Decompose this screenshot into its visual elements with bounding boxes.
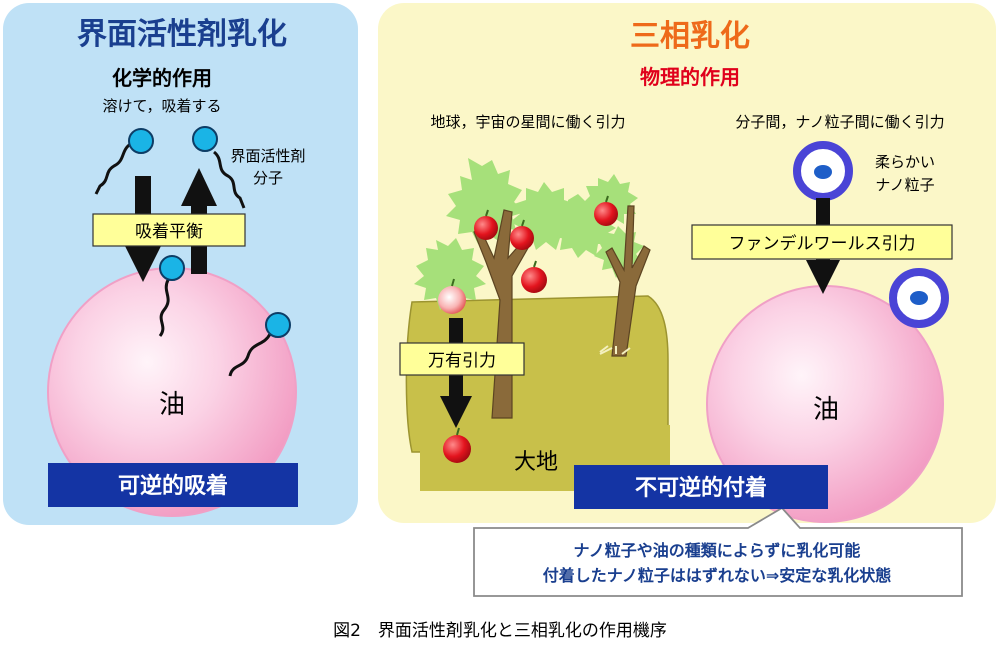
oil-label-left: 油 xyxy=(159,390,185,420)
tree-roots xyxy=(599,345,631,355)
adsorption-equilibrium-label: 吸着平衡 xyxy=(92,213,246,247)
soft-nanoparticle-free xyxy=(793,141,853,201)
van-der-waals-label: ファンデルワールス引力 xyxy=(691,224,953,260)
svg-text:ファンデルワールス引力: ファンデルワールス引力 xyxy=(729,233,916,254)
surfactant-label-line1: 界面活性剤 xyxy=(230,147,305,165)
ground-label-box xyxy=(482,437,560,481)
falling-apple-top xyxy=(438,278,466,314)
surfactant-molecule-free-1 xyxy=(94,128,154,195)
right-panel-subtitle: 物理的作用 xyxy=(640,65,740,89)
left-panel-subtitle: 化学的作用 xyxy=(112,66,212,90)
tree-trunk-left xyxy=(473,209,529,419)
tree-trunk-right xyxy=(605,205,651,357)
vdw-heading: 分子間，ナノ粒子間に働く引力 xyxy=(735,113,944,131)
apple-on-tree-3 xyxy=(521,260,547,293)
surfactant-molecule-adsorbed-2 xyxy=(228,312,291,377)
svg-text:可逆的吸着: 可逆的吸着 xyxy=(118,473,228,499)
gravity-heading: 地球，宇宙の星間に働く引力 xyxy=(430,113,625,131)
apple-on-tree-4 xyxy=(594,195,618,226)
soft-nanoparticle-adsorbed xyxy=(889,268,949,328)
surfactant-molecule-free-2 xyxy=(192,126,246,209)
oil-label-right: 油 xyxy=(813,395,839,425)
svg-text:万有引力: 万有引力 xyxy=(428,351,496,371)
reversible-adsorption-banner: 可逆的吸着 xyxy=(48,463,298,507)
figure-caption: 図2 界面活性剤乳化と三相乳化の作用機序 xyxy=(333,621,667,641)
svg-text:吸着平衡: 吸着平衡 xyxy=(135,222,203,242)
apple-on-tree-2 xyxy=(510,219,534,250)
left-panel-title: 界面活性剤乳化 xyxy=(77,17,287,52)
svg-text:不可逆的付着: 不可逆的付着 xyxy=(635,475,767,501)
surfactant-label-line2: 分子 xyxy=(253,169,283,187)
gravity-label: 万有引力 xyxy=(399,342,525,376)
left-panel-description: 溶けて，吸着する xyxy=(103,97,222,115)
ground-label: 大地 xyxy=(514,450,558,475)
surfactant-molecule-adsorbed-1 xyxy=(158,255,185,337)
apple-on-tree-1 xyxy=(474,209,498,240)
callout-line1: ナノ粒子や油の種類によらずに乳化可能 xyxy=(574,541,861,560)
fallen-apple xyxy=(443,427,471,463)
right-panel-title: 三相乳化 xyxy=(630,19,750,54)
nanoparticle-label-line1: 柔らかい xyxy=(875,153,935,171)
callout-box xyxy=(473,506,963,597)
irreversible-adhesion-banner: 不可逆的付着 xyxy=(574,465,828,509)
callout-line2: 付着したナノ粒子ははずれない⇒安定な乳化状態 xyxy=(543,566,892,585)
nanoparticle-label-line2: ナノ粒子 xyxy=(875,176,934,194)
